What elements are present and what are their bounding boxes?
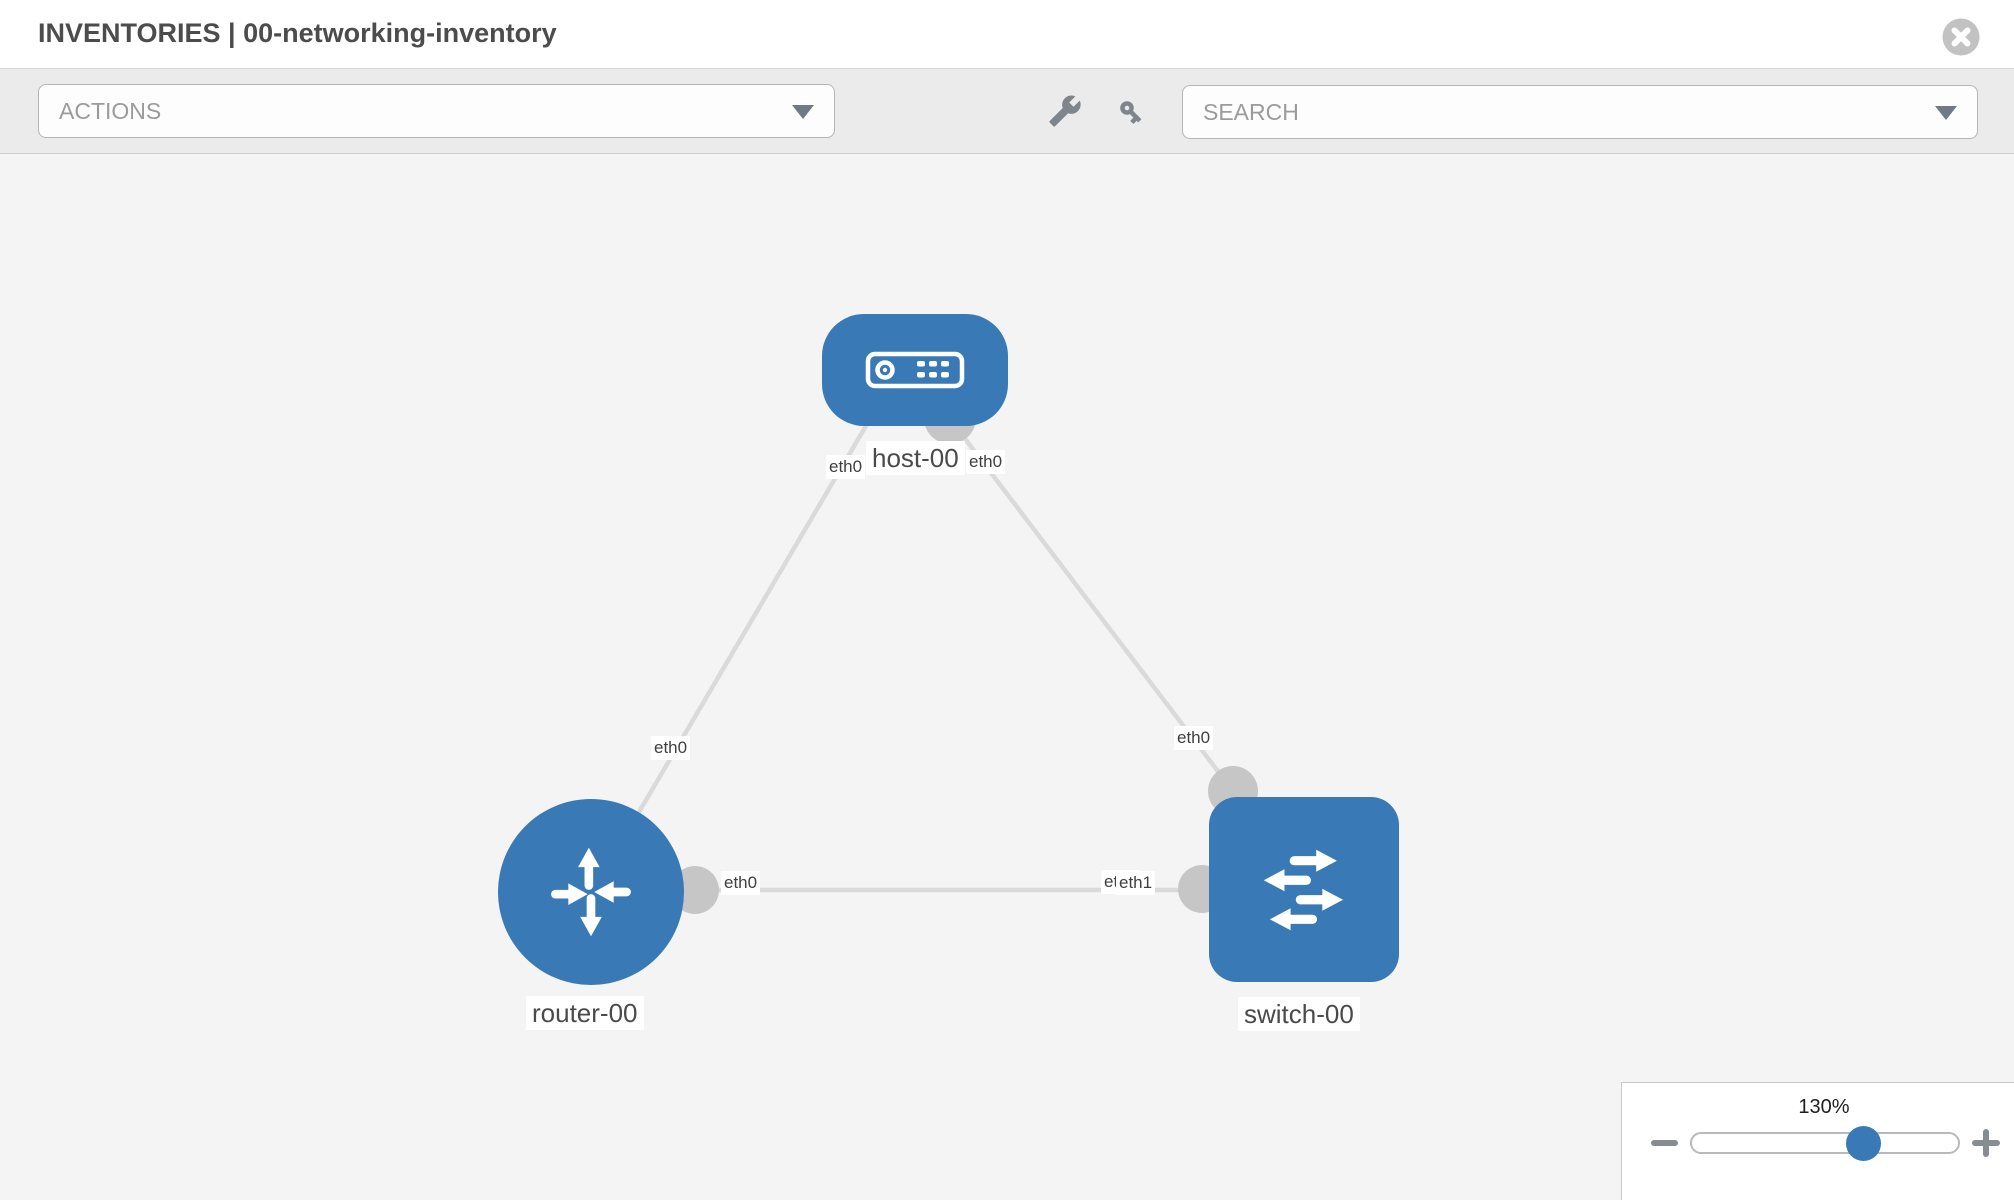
search-dropdown[interactable]: SEARCH <box>1182 85 1978 139</box>
host-icon <box>865 351 965 389</box>
node-host-00[interactable] <box>822 314 1008 426</box>
interface-label: eth0 <box>651 736 691 760</box>
node-label-switch-00: switch-00 <box>1238 997 1360 1031</box>
router-icon <box>551 847 631 937</box>
toolbar: ACTIONS SEARCH <box>0 69 2014 154</box>
close-icon <box>1942 18 1980 56</box>
chevron-down-icon <box>1935 106 1957 120</box>
node-label-router-00: router-00 <box>526 996 644 1030</box>
wrench-icon <box>1049 95 1081 127</box>
topology-links <box>590 392 1258 914</box>
zoom-slider-handle[interactable] <box>1846 1126 1881 1161</box>
zoom-panel: 130% <box>1621 1082 2014 1200</box>
switch-icon <box>1263 849 1344 930</box>
actions-dropdown-label: ACTIONS <box>59 97 162 124</box>
zoom-in-button[interactable] <box>1967 1123 2007 1163</box>
chevron-down-icon <box>792 105 814 119</box>
plus-icon <box>1983 1129 1989 1157</box>
interface-label: eth0 <box>966 450 1006 474</box>
node-label-host-00: host-00 <box>866 441 965 475</box>
zoom-out-button[interactable] <box>1651 1140 1678 1146</box>
topology-canvas[interactable]: host-00 router-00 switch-00 eth0 eth0 et… <box>0 154 2014 1200</box>
interface-label: eth0 <box>1174 726 1214 750</box>
interface-label: eth0 <box>826 455 866 479</box>
node-switch-00[interactable] <box>1209 797 1399 982</box>
configure-button[interactable] <box>1048 94 1082 128</box>
header: INVENTORIES | 00-networking-inventory <box>0 0 2014 69</box>
search-dropdown-label: SEARCH <box>1203 98 1299 125</box>
close-button[interactable] <box>1942 18 1980 56</box>
actions-dropdown[interactable]: ACTIONS <box>38 84 835 138</box>
key-icon <box>1120 101 1142 125</box>
zoom-slider[interactable] <box>1690 1132 1960 1154</box>
key-button[interactable] <box>1114 95 1148 129</box>
page-title: INVENTORIES | 00-networking-inventory <box>38 18 557 48</box>
interface-label: eth0 <box>721 871 761 895</box>
interface-label: eth1 <box>1116 871 1156 895</box>
zoom-level-label: 130% <box>1798 1096 1850 1118</box>
node-router-00[interactable] <box>498 799 684 985</box>
